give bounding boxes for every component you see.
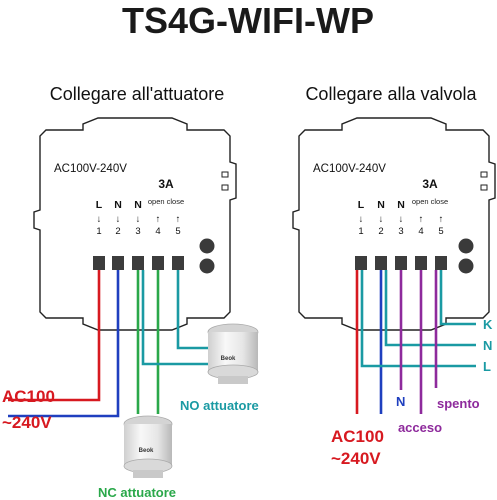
nc-actuator-label: NC attuatore	[98, 485, 176, 500]
right-terminal-2-arrow-icon: ↓	[379, 214, 384, 225]
left-terminal-5-arrow-icon: ↑	[176, 214, 181, 225]
screw-hole-icon	[199, 258, 215, 274]
left-panel-heading: Collegare all'attuatore	[50, 84, 225, 104]
right-terminal-4-number: 4	[418, 226, 423, 237]
right-power-label-1: AC100	[331, 427, 384, 446]
right-terminal-1-number: 1	[358, 226, 363, 237]
right-terminal-1-letter: L	[358, 199, 365, 211]
right-spento-label: spento	[437, 396, 480, 411]
left-terminal-4-number: 4	[155, 226, 160, 237]
no-actuator-brand: Beok	[221, 356, 236, 362]
left-terminal-1-arrow-icon: ↓	[97, 214, 102, 225]
left-terminal-3-letter: N	[134, 199, 142, 211]
left-terminal-2-letter: N	[114, 199, 122, 211]
left-terminal-3-arrow-icon: ↓	[136, 214, 141, 225]
right-terminal-2-letter: N	[377, 199, 385, 211]
right-terminal-1-arrow-icon: ↓	[359, 214, 364, 225]
no-actuator: Beok	[207, 323, 259, 384]
right-amp-label: 3A	[422, 177, 438, 191]
right-panel-heading: Collegare alla valvola	[305, 84, 477, 104]
right-voltage-label: AC100V-240V	[313, 163, 386, 175]
right-terminal-3-arrow-icon: ↓	[399, 214, 404, 225]
right-terminal-block	[355, 256, 447, 270]
left-teal-wire-2	[176, 270, 218, 350]
left-open-close-label: open close	[148, 197, 184, 206]
right-acceso-label: acceso	[398, 420, 442, 435]
left-terminal-block	[93, 256, 184, 270]
right-terminal-5-number: 5	[438, 226, 443, 237]
right-teal-wire-l	[360, 270, 476, 368]
right-terminal-3-letter: N	[397, 199, 405, 211]
left-terminal-5-number: 5	[175, 226, 180, 237]
right-l-label: L	[483, 359, 491, 374]
left-power-label-2: ~240V	[2, 413, 52, 432]
right-teal-wire-n	[384, 270, 476, 347]
left-voltage-label: AC100V-240V	[54, 163, 127, 175]
nc-actuator-brand: Beok	[139, 448, 154, 454]
right-thermostat-box	[292, 117, 496, 331]
screw-hole-icon	[458, 238, 474, 254]
right-terminal-4-arrow-icon: ↑	[419, 214, 424, 225]
left-blue-wire	[8, 270, 120, 418]
no-actuator-label: NO attuatore	[180, 398, 259, 413]
right-teal-wire-k	[439, 270, 476, 326]
left-terminal-2-number: 2	[115, 226, 120, 237]
screw-hole-icon	[199, 238, 215, 254]
left-amp-label: 3A	[158, 177, 174, 191]
right-terminal-2-number: 2	[378, 226, 383, 237]
left-thermostat-box	[33, 117, 237, 331]
left-terminal-1-letter: L	[96, 199, 103, 211]
nc-actuator: Beok	[123, 415, 173, 478]
screw-hole-icon	[458, 258, 474, 274]
right-open-close-label: open close	[412, 197, 448, 206]
left-terminal-2-arrow-icon: ↓	[116, 214, 121, 225]
right-n-label: N	[483, 338, 492, 353]
left-power-label-1: AC100	[2, 387, 55, 406]
right-terminal-3-number: 3	[398, 226, 403, 237]
left-terminal-4-arrow-icon: ↑	[156, 214, 161, 225]
page-title: TS4G-WIFI-WP	[122, 0, 374, 41]
right-k-label: K	[483, 317, 493, 332]
left-red-wire	[8, 270, 101, 402]
left-teal-wire-1	[141, 270, 218, 366]
left-terminal-3-number: 3	[135, 226, 140, 237]
right-power-label-2: ~240V	[331, 449, 381, 468]
right-n-purple-label: N	[396, 394, 405, 409]
left-terminal-1-number: 1	[96, 226, 101, 237]
right-terminal-5-arrow-icon: ↑	[439, 214, 444, 225]
